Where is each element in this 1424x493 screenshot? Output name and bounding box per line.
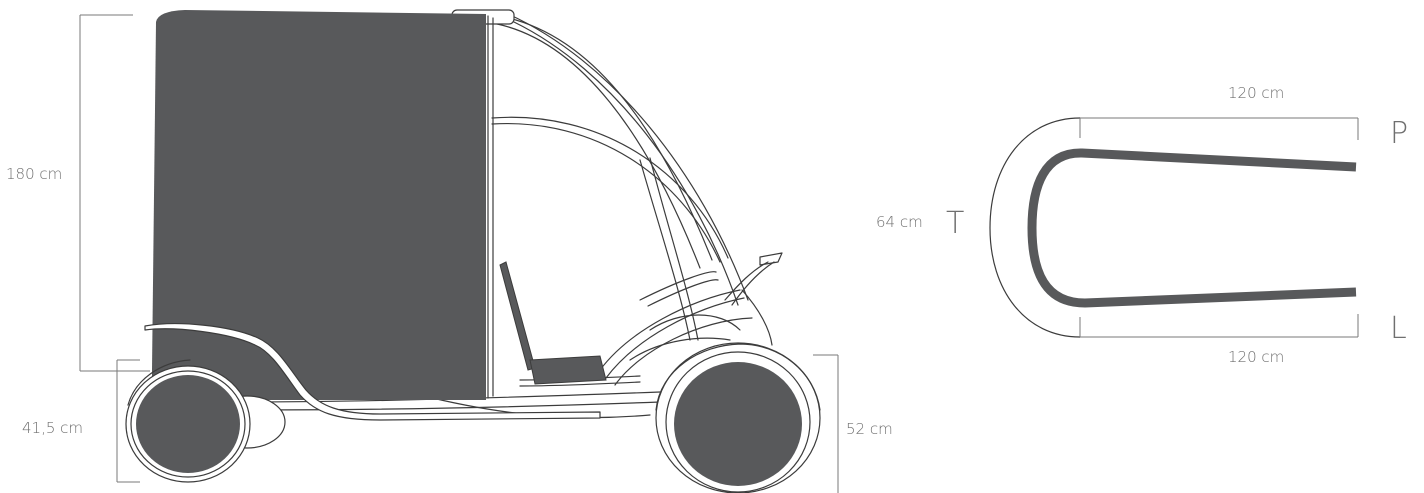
width-label: 64 cm — [876, 213, 923, 231]
front-structure — [599, 252, 783, 386]
rear-wheel-label: 41,5 cm — [22, 419, 83, 437]
top-length-label: 120 cm — [1228, 84, 1284, 102]
height-label: 180 cm — [6, 165, 62, 183]
bottom-length-label: 120 cm — [1228, 348, 1284, 366]
canopy-frame — [451, 9, 749, 341]
seat — [499, 261, 607, 385]
cargo-cover — [152, 10, 486, 400]
height-dimension — [79, 14, 150, 372]
rear-rail — [144, 323, 601, 421]
front-wheel — [655, 342, 821, 493]
rear-wheel — [125, 359, 286, 483]
rear-wheel-dimension — [116, 359, 140, 483]
top-handlebar — [1027, 148, 1357, 308]
letter-t: T — [946, 206, 964, 241]
length-dimension-bottom — [1079, 314, 1359, 338]
letter-p: P — [1390, 116, 1408, 151]
front-wheel-dimension — [813, 354, 839, 493]
top-view: 120 cm 120 cm 64 cm T P L — [876, 84, 1408, 366]
side-view: 180 cm 41,5 cm 52 cm — [6, 9, 893, 493]
letter-l: L — [1390, 311, 1407, 346]
top-outline — [989, 117, 1081, 338]
length-dimension-top — [1079, 117, 1359, 140]
front-wheel-label: 52 cm — [846, 420, 893, 438]
